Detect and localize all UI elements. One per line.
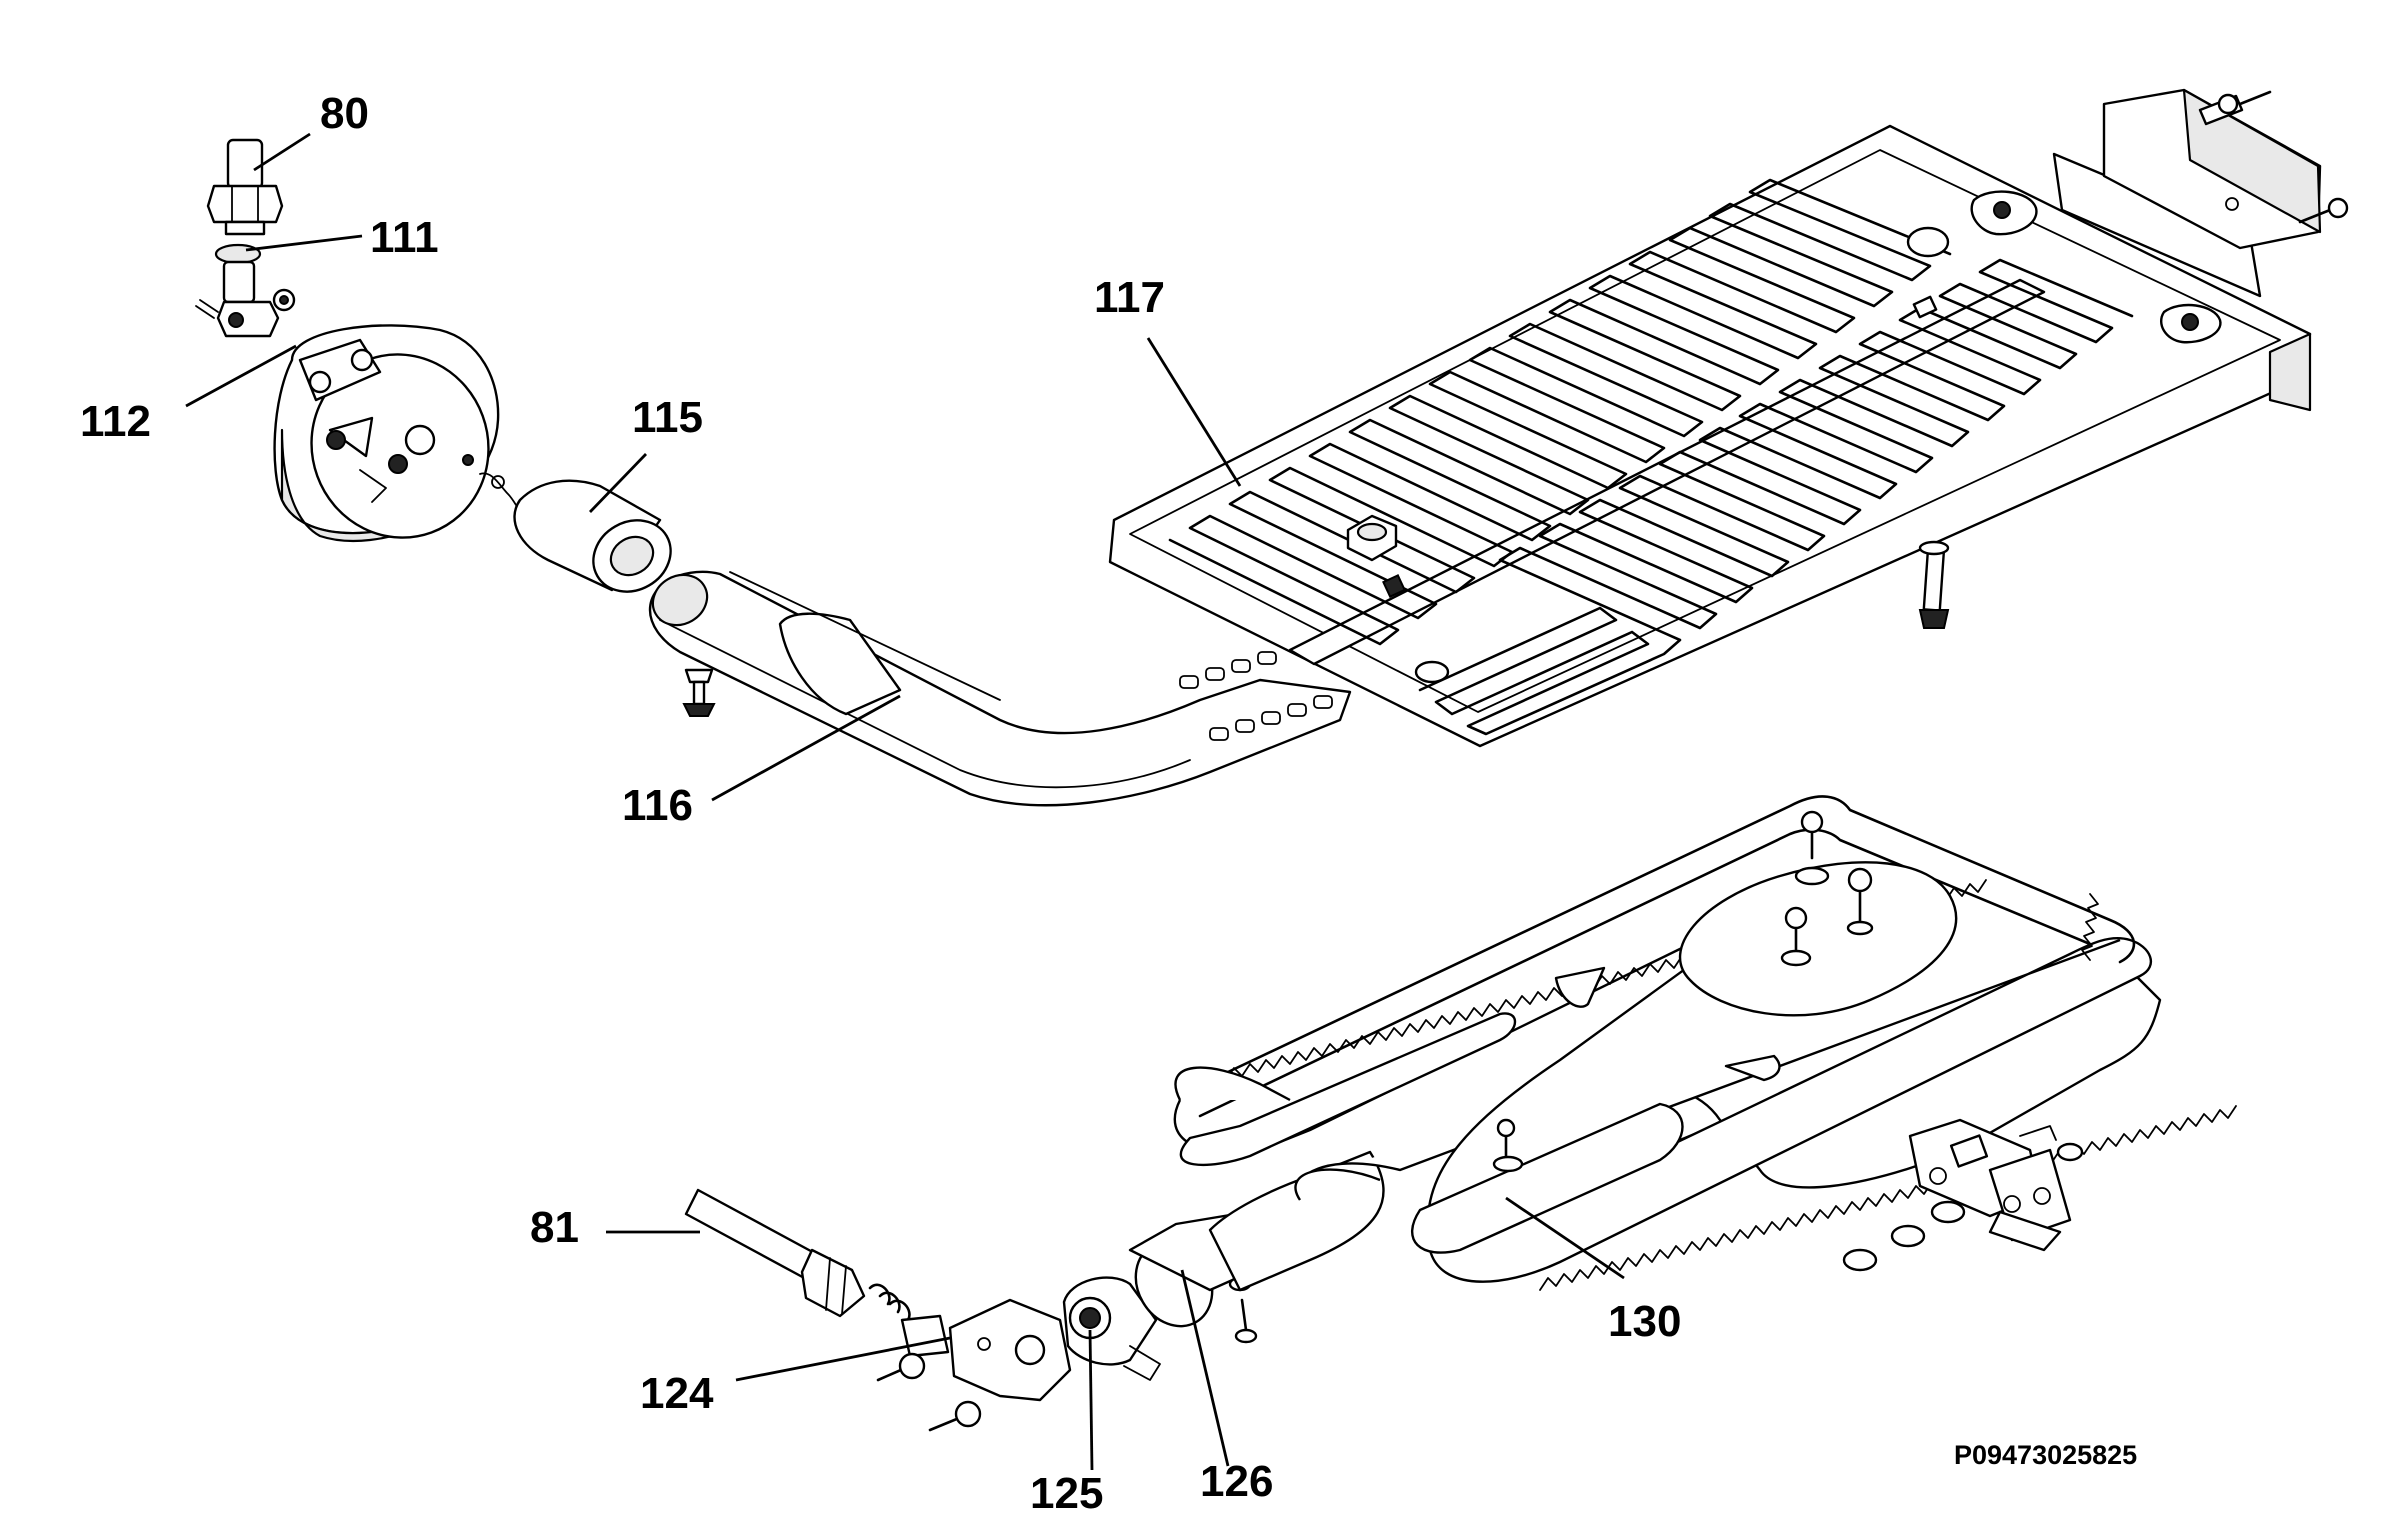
label-124: 124: [640, 1369, 714, 1418]
label-111: 111: [370, 213, 439, 262]
label-130: 130: [1608, 1297, 1682, 1346]
drawing-code: P09473025825: [1954, 1440, 2138, 1470]
part-80-pressure-switch: [206, 138, 284, 236]
part-111-elbow-fitting: [195, 243, 296, 338]
part-117-burner-plate: [1108, 88, 2349, 748]
ignition-bracket: [1842, 1118, 2084, 1272]
label-125: 125: [1030, 1469, 1104, 1518]
part-124-injector-holder: [876, 1298, 1072, 1432]
label-126: 126: [1200, 1457, 1274, 1506]
label-115: 115: [632, 393, 703, 442]
label-81: 81: [530, 1203, 579, 1252]
part-130-lower-burner: [1173, 795, 2237, 1292]
part-115-injector-tube: [479, 472, 672, 593]
label-116: 116: [622, 781, 693, 830]
label-117: 117: [1094, 273, 1165, 322]
label-80: 80: [320, 89, 369, 138]
part-112-gas-valve: [273, 324, 500, 543]
part-116-upper-burner-tube: [648, 570, 1352, 807]
label-112: 112: [80, 397, 151, 446]
leader-lines: [185, 132, 1625, 1471]
part-81-gas-pipe: [684, 1188, 911, 1322]
part-125-injector: [1062, 1276, 1161, 1381]
